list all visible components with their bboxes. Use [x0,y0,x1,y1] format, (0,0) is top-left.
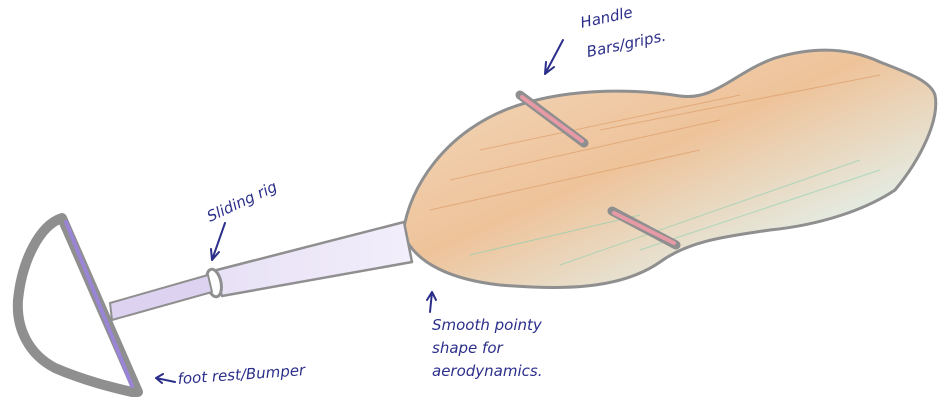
tube [213,222,412,296]
label-sliding-rig: Sliding rig [204,178,280,226]
arrow-foot-rest [156,374,175,383]
label-handle-line-1: Handle [579,3,634,32]
label-handle: Handle Bars/grips. [579,0,668,61]
arrow-handle [545,40,563,74]
label-smooth-line-2: shape for [432,339,503,357]
thin-rod [110,275,212,320]
label-smooth-line-3: aerodynamics. [432,362,542,380]
label-smooth-line-1: Smooth pointy [432,316,543,334]
arrow-smooth [427,292,436,312]
arrow-sliding-rig [211,223,225,260]
label-foot-rest: foot rest/Bumper [177,361,307,388]
label-smooth-pointy: Smooth pointy shape for aerodynamics. [432,316,547,380]
label-handle-line-2: Bars/grips. [585,27,667,61]
